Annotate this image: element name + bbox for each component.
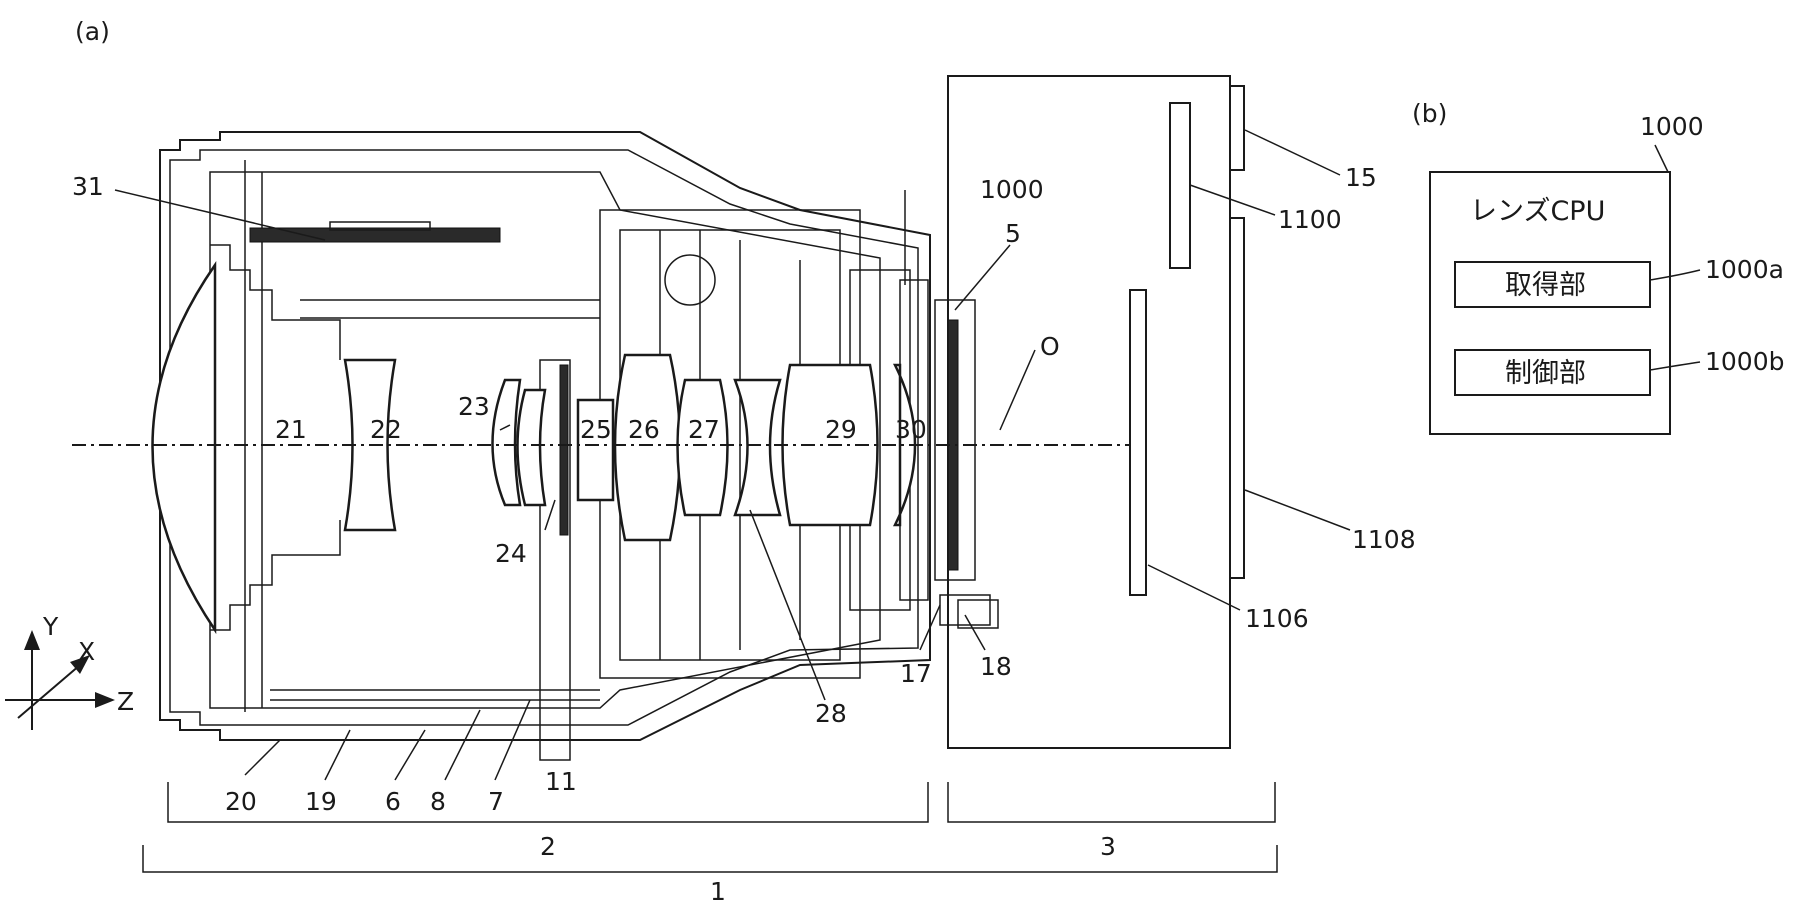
label-30: 30: [895, 415, 927, 444]
panel-b-label: (b): [1412, 99, 1447, 128]
control-unit-label: 制御部: [1505, 358, 1586, 389]
label-1000a: 1000a: [1705, 255, 1784, 284]
label-7: 7: [488, 787, 504, 816]
axis-z-label: Z: [117, 687, 134, 716]
lens-25: [576, 398, 615, 502]
label-17: 17: [900, 659, 932, 688]
acquisition-leader: [1649, 269, 1701, 281]
camera-body: [947, 75, 1245, 749]
label-27: 27: [688, 415, 720, 444]
lens-cpu-box: [1429, 171, 1671, 435]
label-18: 18: [980, 652, 1012, 681]
label-1000b: 1000b: [1705, 347, 1785, 376]
label-15: 15: [1345, 163, 1377, 192]
lens-28: [733, 378, 782, 517]
label-1106: 1106: [1245, 604, 1309, 633]
label-1100: 1100: [1278, 205, 1342, 234]
leader-lines: [114, 129, 1351, 781]
brace-label-1: 1: [710, 877, 726, 906]
label-6: 6: [385, 787, 401, 816]
lens-21: [151, 261, 217, 635]
label-21: 21: [275, 415, 307, 444]
brace-label-2: 2: [540, 832, 556, 861]
acquisition-unit-box: [1454, 261, 1651, 308]
panel-a-label: (a): [75, 17, 110, 46]
lens-23: [491, 378, 522, 507]
label-23: 23: [458, 392, 490, 421]
coordinate-axes: [5, 630, 115, 730]
brace-label-3: 3: [1100, 832, 1116, 861]
lens-30: [892, 363, 917, 527]
axis-y-label: Y: [42, 612, 59, 641]
acquisition-unit-label: 取得部: [1505, 270, 1586, 301]
label-8: 8: [430, 787, 446, 816]
label-5: 5: [1005, 219, 1021, 248]
control-unit-box: [1454, 349, 1651, 396]
label-22: 22: [370, 415, 402, 444]
lens-27: [676, 378, 729, 517]
label-31: 31: [72, 172, 104, 201]
label-1108: 1108: [1352, 525, 1416, 554]
label-24: 24: [495, 539, 527, 568]
axis-x-label: X: [78, 637, 95, 666]
braces: [142, 782, 1278, 873]
label-1000-b: 1000: [1640, 112, 1704, 141]
label-1000-a: 1000: [980, 175, 1044, 204]
label-29: 29: [825, 415, 857, 444]
lens-24: [516, 388, 547, 507]
control-leader: [1649, 361, 1701, 371]
lens-barrel: [159, 131, 999, 761]
lens-26: [613, 353, 682, 542]
label-19: 19: [305, 787, 337, 816]
optical-axis-label: O: [1040, 332, 1060, 361]
label-25: 25: [580, 415, 612, 444]
label-11: 11: [545, 767, 577, 796]
lens-cpu-title: レンズCPU: [1470, 196, 1605, 227]
label-26: 26: [628, 415, 660, 444]
label-28: 28: [815, 699, 847, 728]
label-20: 20: [225, 787, 257, 816]
